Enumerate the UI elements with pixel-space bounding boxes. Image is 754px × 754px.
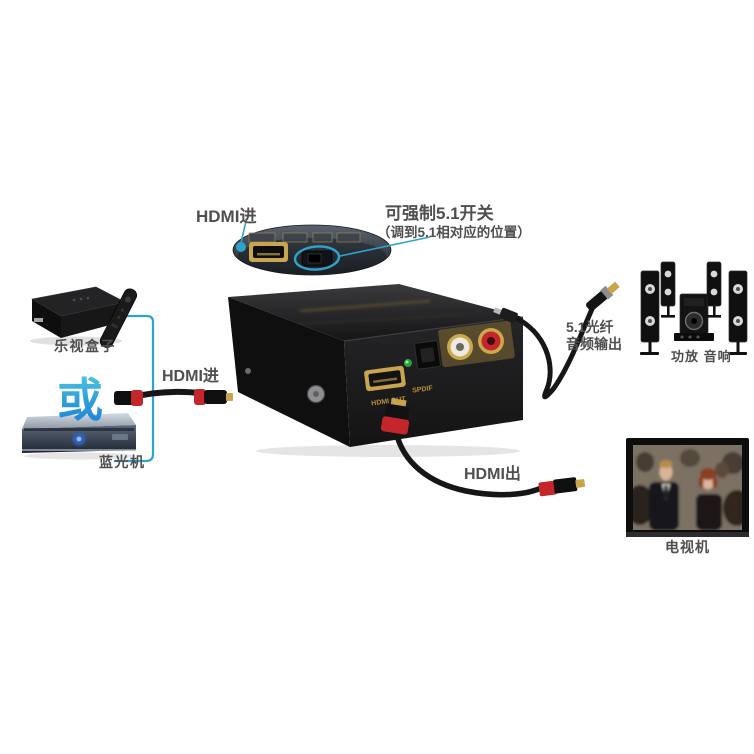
hdmi-in-cable-left-plug	[114, 390, 143, 406]
optical-output-label: 5.1光纤 音频输出	[566, 319, 622, 353]
rca-jack-red	[478, 328, 504, 354]
tv-box-front-right	[61, 302, 125, 338]
remote-control	[99, 288, 138, 348]
optical-cable-amp-plug	[586, 281, 620, 311]
rear-panel-closeup	[232, 220, 431, 276]
hdmi-in-cable-label: HDMI进	[162, 368, 219, 385]
speaker-tower	[660, 261, 676, 318]
extractor-hdmi-out-port	[364, 365, 406, 392]
speakers-label: 功放 音响	[671, 349, 732, 364]
bluray-label: 蓝光机	[99, 454, 146, 470]
port-label-chips	[248, 232, 361, 243]
speaker-system-photo	[640, 261, 748, 355]
spdif-port-label: SPDIF	[412, 385, 434, 395]
switch-highlight-ring	[293, 245, 341, 271]
hdmi-out-cable-tv-plug	[538, 477, 586, 497]
closeup-hdmi-port	[249, 242, 288, 262]
speaker-tower	[640, 270, 660, 355]
hdmi-audio-extractor-photo: HDMI OUT SPDIF	[228, 284, 524, 457]
small-screw	[245, 368, 251, 374]
hdmi-out-port-label: HDMI OUT	[371, 396, 407, 408]
switch-note-subtitle: （调到5.1相对应的位置）	[377, 225, 531, 240]
bluray-buttons	[112, 434, 128, 440]
hdmi-in-marker-dot	[236, 242, 246, 252]
bluray-player-photo	[22, 413, 136, 460]
tv-box-label: 乐视盒子	[54, 338, 116, 354]
optical-output-label-line2: 音频输出	[566, 336, 622, 352]
bluray-top	[22, 413, 136, 429]
closeup-5-1-switch	[301, 250, 333, 267]
hdmi-out-cable	[380, 398, 586, 498]
hdmi-in-cable	[114, 388, 233, 406]
optical-output-label-line1: 5.1光纤	[566, 319, 614, 335]
rca-jack-white	[447, 334, 473, 360]
switch-leader-line	[339, 236, 431, 257]
hdmi-in-leader-line	[240, 220, 247, 244]
hdmi-in-cable-right-plug	[194, 389, 233, 405]
toslink-port	[414, 340, 441, 370]
optical-cable-device-plug	[493, 307, 518, 324]
top-face-gold-print	[299, 299, 431, 313]
speaker-tower	[706, 261, 722, 318]
speaker-tower	[728, 270, 748, 355]
hdmi-out-cable-label: HDMI出	[464, 466, 521, 483]
optical-audio-cable	[493, 281, 620, 400]
subwoofer-amp	[674, 293, 714, 341]
hdmi-out-cable-top-plug	[380, 398, 410, 435]
tv-box-front-left	[32, 299, 61, 338]
tv-label: 电视机	[665, 539, 710, 555]
switch-note-title: 可强制5.1开关	[385, 204, 494, 223]
tv-box-photo	[30, 286, 138, 348]
extractor-left-face	[228, 297, 350, 447]
callout-hdmi-in-label: HDMI进	[196, 207, 257, 226]
tv-box-top	[32, 287, 125, 316]
source-bracket-line	[114, 314, 155, 463]
tv-photo	[626, 438, 749, 537]
or-label: 或	[57, 364, 103, 430]
tv-box-logo	[34, 318, 43, 322]
tv-screen-scene	[633, 445, 742, 530]
